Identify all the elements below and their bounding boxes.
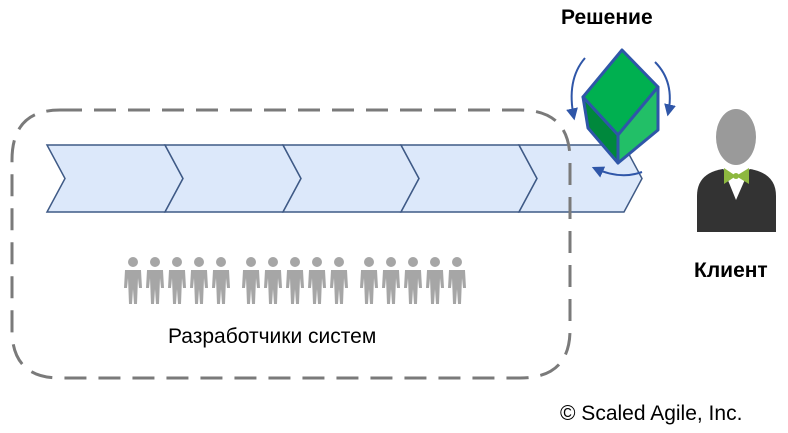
person-icon bbox=[264, 257, 282, 304]
rotation-arrow-icon bbox=[591, 166, 643, 178]
developers-label: Разработчики систем bbox=[168, 325, 377, 348]
team-boundary bbox=[10, 108, 572, 380]
person-icon bbox=[404, 257, 422, 304]
person-icon bbox=[286, 257, 304, 304]
person-icon bbox=[190, 257, 208, 304]
solution-group bbox=[566, 48, 676, 178]
value-stream bbox=[45, 144, 643, 213]
person-icon bbox=[124, 257, 142, 304]
person-icon bbox=[426, 257, 444, 304]
person-icon bbox=[448, 257, 466, 304]
person-icon bbox=[308, 257, 326, 304]
person-bowtie-icon bbox=[697, 109, 776, 232]
customer-label: Клиент bbox=[694, 259, 768, 282]
value-stream-segment bbox=[45, 144, 184, 213]
value-stream-segment bbox=[281, 144, 420, 213]
person-icon bbox=[382, 257, 400, 304]
value-stream-segment bbox=[163, 144, 302, 213]
developer-team bbox=[124, 257, 466, 304]
person-icon bbox=[168, 257, 186, 304]
person-icon bbox=[242, 257, 260, 304]
person-icon bbox=[360, 257, 378, 304]
person-icon bbox=[212, 257, 230, 304]
person-icon bbox=[146, 257, 164, 304]
value-stream-segment bbox=[399, 144, 538, 213]
person-icon bbox=[330, 257, 348, 304]
rotation-arrow-icon bbox=[654, 61, 676, 117]
solution-label: Решение bbox=[561, 6, 653, 29]
copyright-label: © Scaled Agile, Inc. bbox=[560, 402, 743, 425]
cube-icon bbox=[581, 48, 660, 165]
rotation-arrow-icon bbox=[566, 57, 586, 121]
